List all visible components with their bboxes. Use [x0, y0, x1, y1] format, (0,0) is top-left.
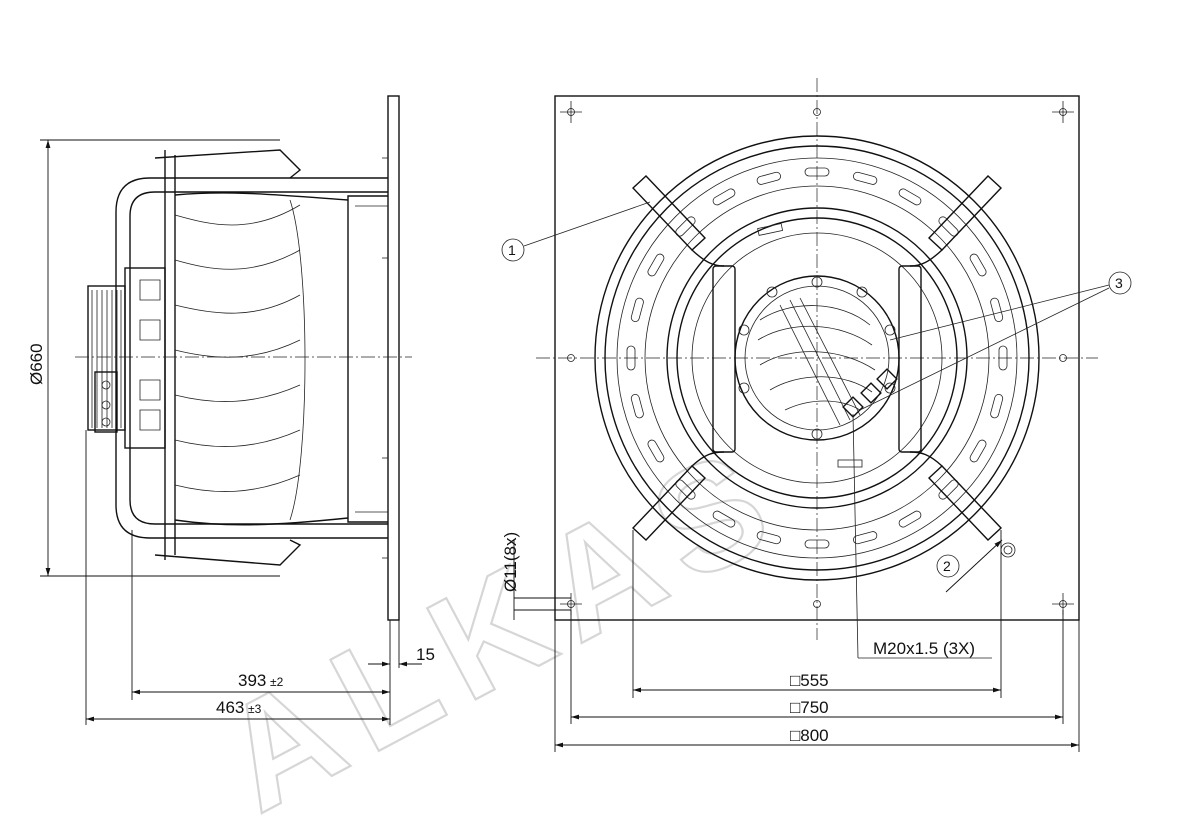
blade-slots [626, 167, 1008, 549]
blade-slot [712, 188, 736, 206]
blade-slot [756, 171, 781, 185]
blade-slot [990, 394, 1004, 419]
blade-slot [998, 345, 1008, 371]
svg-text:3: 3 [1115, 275, 1123, 291]
side-view [75, 95, 412, 621]
blade-slot [626, 345, 636, 371]
earth-symbol-icon [1000, 542, 1016, 558]
front-dimensions: Ø11(8x) M20x1.5 (3X) □555 □750 □800 [501, 413, 1080, 752]
side-dimensions: Ø660 15 393 ±2 463 ±3 [27, 139, 435, 725]
dim-463-tol: ±3 [248, 702, 262, 716]
blade-slot [647, 253, 665, 277]
blade-slot [804, 167, 830, 177]
blade-slot [853, 531, 878, 545]
dim-555-label: □555 [790, 671, 829, 690]
guard-bar-outer [115, 177, 388, 539]
callout-2 [936, 554, 960, 578]
inlet-ring-outer [594, 135, 1040, 581]
svg-text:2: 2 [943, 558, 951, 574]
motor-bolts [738, 276, 896, 440]
blade-slot [898, 188, 922, 206]
blade-slot [969, 439, 987, 463]
dim-800-label: □800 [790, 726, 829, 745]
watermark: ALKAS [194, 409, 811, 820]
dim-flange-label: 15 [416, 645, 435, 664]
motor-cooling-fins [87, 285, 126, 431]
blade-slot [804, 539, 830, 549]
inlet-ring [347, 195, 388, 523]
mounting-holes [560, 101, 1074, 615]
blade-slot [630, 394, 644, 419]
front-view [536, 78, 1098, 640]
blade-slot [898, 510, 922, 528]
guard-bar-inner [129, 191, 388, 525]
svg-text:1: 1 [508, 242, 516, 258]
dim-height-label: Ø660 [27, 343, 46, 385]
guard-cross [632, 175, 1002, 541]
motor-body [734, 275, 900, 441]
dim-thread-label: M20x1.5 (3X) [873, 639, 975, 658]
blade-slot [712, 510, 736, 528]
mounting-plate [387, 95, 400, 621]
dim-393-label: 393 [238, 671, 266, 690]
blade-slot [969, 253, 987, 277]
dim-holes-label: Ø11(8x) [501, 532, 520, 592]
blade-slot [853, 171, 878, 185]
blade-slot [756, 531, 781, 545]
callout-1 [501, 238, 525, 262]
blade-slot [630, 297, 644, 322]
callout-3 [1108, 271, 1132, 295]
dim-463-label: 463 [216, 698, 244, 717]
dim-393-tol: ±2 [270, 675, 284, 689]
callouts: 1 3 2 [501, 201, 1132, 593]
dim-750-label: □750 [790, 698, 829, 717]
motor-housing [124, 267, 166, 449]
blade-slot [647, 439, 665, 463]
watermark-text: ALKAS [195, 410, 810, 820]
blade-slot [990, 297, 1004, 322]
